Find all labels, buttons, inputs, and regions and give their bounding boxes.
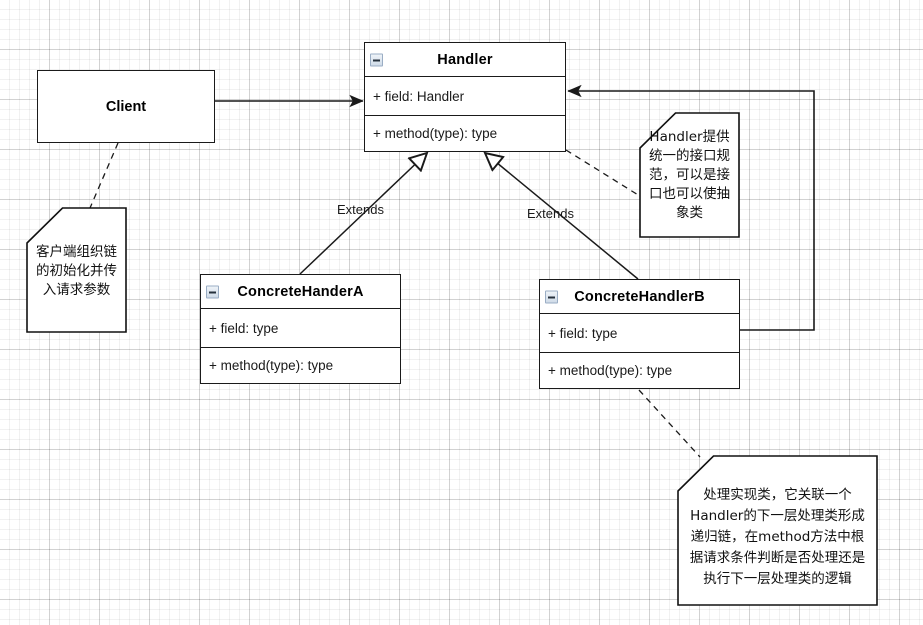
class-concrete-handler-b-name: ConcreteHandlerB — [574, 288, 705, 305]
class-handler-method: + method(type): type — [365, 115, 565, 151]
edge-label-extends-b: Extends — [527, 206, 574, 221]
class-concrete-hander-a-title: ConcreteHanderA — [201, 275, 400, 309]
note-concrete-handler-shape — [677, 455, 878, 606]
class-concrete-handler-b-method: + method(type): type — [540, 352, 739, 388]
edge-label-extends-a: Extends — [337, 202, 384, 217]
class-concrete-hander-a-method: + method(type): type — [201, 347, 400, 383]
class-concrete-handler-b-title: ConcreteHandlerB — [540, 280, 739, 314]
class-handler-title: Handler — [365, 43, 565, 77]
edge-concrete-note-anchor — [638, 389, 701, 458]
class-handler-attribute: + field: Handler — [373, 88, 465, 104]
collapse-minus-icon[interactable] — [206, 285, 219, 298]
class-concrete-hander-a-attribute: + field: type — [209, 320, 279, 336]
edge-client-note-anchor — [89, 142, 119, 209]
note-handler[interactable]: Handler提供 统一的接口规 范，可以是接 口也可以使抽 象类 — [639, 112, 740, 238]
note-handler-text: Handler提供 统一的接口规 范，可以是接 口也可以使抽 象类 — [649, 129, 730, 221]
class-concrete-handler-b[interactable]: ConcreteHandlerB + field: type + method(… — [539, 279, 740, 389]
note-client[interactable]: 客户端组织链 的初始化并传 入请求参数 — [26, 207, 127, 333]
class-handler-name: Handler — [437, 51, 493, 68]
note-concrete-handler-text: 处理实现类，它关联一个 Handler的下一层处理类形成 递归链，在method… — [689, 487, 866, 587]
note-client-text: 客户端组织链 的初始化并传 入请求参数 — [36, 244, 117, 298]
class-concrete-handler-b-attribute: + field: type — [548, 325, 618, 341]
note-concrete-handler[interactable]: 处理实现类，它关联一个 Handler的下一层处理类形成 递归链，在method… — [677, 455, 878, 606]
class-handler[interactable]: Handler + field: Handler + method(type):… — [364, 42, 566, 152]
client-box-label: Client — [105, 98, 147, 115]
collapse-minus-icon[interactable] — [370, 53, 383, 66]
class-concrete-hander-a-name: ConcreteHanderA — [237, 283, 364, 300]
client-box[interactable]: Client — [37, 70, 215, 143]
class-concrete-hander-a[interactable]: ConcreteHanderA + field: type + method(t… — [200, 274, 401, 384]
collapse-minus-icon[interactable] — [545, 290, 558, 303]
